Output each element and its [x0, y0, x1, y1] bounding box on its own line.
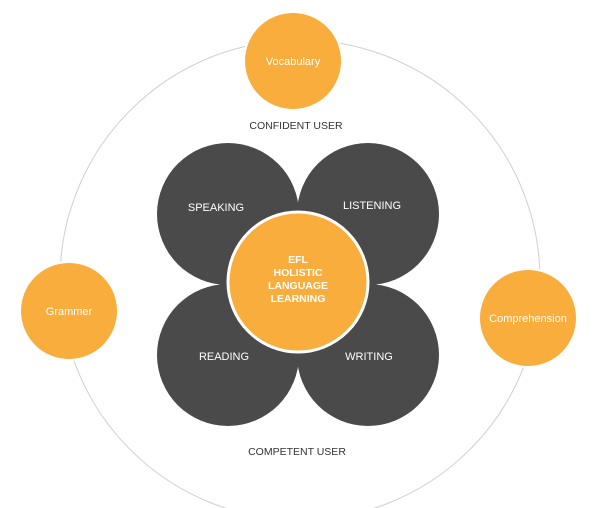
- center-label-line-1: EFL: [288, 254, 308, 266]
- center-label-line-2: HOLISTIC: [274, 267, 323, 279]
- writing-label: WRITING: [345, 351, 393, 363]
- vocabulary-circle: [243, 11, 343, 111]
- speaking-label: SPEAKING: [188, 202, 244, 214]
- grammer-circle: [19, 261, 119, 361]
- center-label-line-3: LANGUAGE: [268, 280, 328, 292]
- listening-label: LISTENING: [343, 200, 401, 212]
- grammer-label: Grammer: [46, 306, 93, 318]
- comprehension-label: Comprehension: [489, 313, 567, 325]
- center-label-line-4: LEARNING: [271, 293, 326, 305]
- reading-label: READING: [199, 351, 249, 363]
- comprehension-circle: [478, 268, 578, 368]
- confident-user-label: CONFIDENT USER: [249, 120, 343, 132]
- vocabulary-label: Vocabulary: [266, 56, 321, 68]
- competent-user-label: COMPETENT USER: [248, 446, 346, 458]
- center-circle: [226, 210, 370, 354]
